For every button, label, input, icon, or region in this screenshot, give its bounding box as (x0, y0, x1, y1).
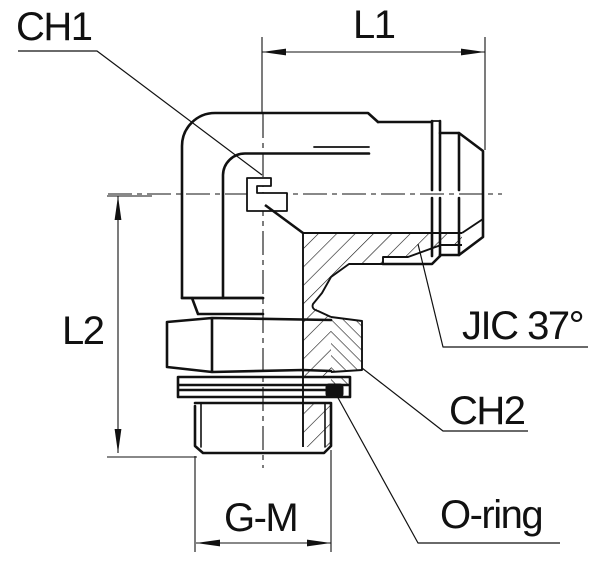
oring-leader (336, 395, 560, 544)
jic-thread-bottom (381, 254, 442, 266)
body-bottom-edge (180, 296, 265, 316)
locknut-section-outline (330, 316, 363, 373)
label-ch2: CH2 (449, 389, 525, 433)
label-gm: G-M (224, 496, 297, 540)
label-oring: O-ring (440, 493, 542, 537)
l1-arrow-left (262, 48, 286, 56)
section-hatch-locknut (331, 317, 362, 385)
centerlines (108, 114, 502, 468)
port-detail-glyph (246, 177, 304, 235)
l2-arrow-up (114, 196, 122, 220)
ch1-leader (18, 50, 263, 176)
gm-arrow-right (307, 539, 331, 547)
label-jic-37: JIC 37° (462, 304, 583, 348)
port-detail-edge (264, 203, 304, 235)
jic-leader (417, 243, 588, 348)
label-l1: L1 (353, 3, 395, 47)
label-ch1: CH1 (16, 5, 92, 49)
elbow-inner-bend (221, 152, 371, 300)
washer-stack (176, 375, 352, 399)
leader-lines (18, 50, 588, 544)
locknut-outline (165, 316, 333, 374)
stud-outline (193, 401, 333, 455)
ch2-leader (361, 367, 528, 432)
label-l2: L2 (62, 309, 104, 353)
l1-arrow-right (461, 48, 485, 56)
jic-nose-top (438, 131, 485, 257)
breakout-boundary (311, 244, 462, 318)
labels: CH1 L1 L2 JIC 37° CH2 G-M O-ring (16, 3, 585, 540)
gm-arrow-left (196, 539, 220, 547)
dimension-arrows (114, 48, 485, 547)
o-ring-section (325, 383, 344, 398)
l2-arrow-down (114, 429, 122, 453)
flare-seat-cone (461, 218, 484, 234)
